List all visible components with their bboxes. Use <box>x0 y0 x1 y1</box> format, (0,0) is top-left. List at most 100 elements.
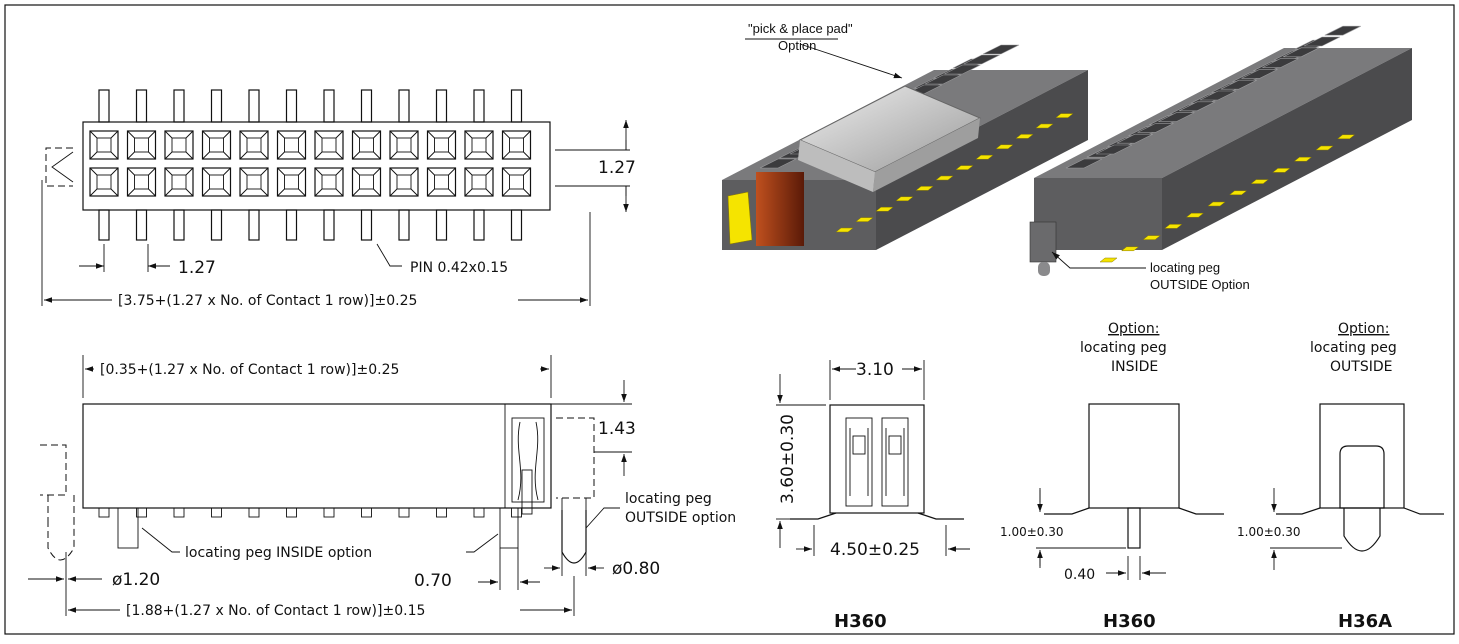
contact-cell-inner <box>134 174 149 190</box>
contact-cell-chamfer <box>464 130 494 160</box>
iso-solder-pad <box>1015 134 1034 139</box>
iso-solder-pad <box>1055 113 1074 118</box>
iso-solder-pad <box>835 227 854 233</box>
side-lead <box>211 507 222 518</box>
contact-cell-chamfer <box>127 130 156 160</box>
iso-contact-cell <box>963 54 1000 65</box>
contact-cell <box>164 167 194 197</box>
bottom-pin <box>285 209 298 241</box>
contact-cell-chamfer <box>277 130 306 160</box>
pin-label: PIN 0.42x0.15 <box>410 260 508 276</box>
contact-cell-inner <box>359 174 374 190</box>
dim-pitch-row: 1.27 <box>598 158 636 178</box>
iso-solder-pad <box>1207 201 1226 207</box>
iso-contact-cell <box>1179 101 1216 112</box>
iso-contact-cell <box>924 74 962 85</box>
isometric-view-pick-place: "pick & place pad" Option <box>722 21 1088 250</box>
iso-solder-pad <box>955 165 974 170</box>
contact-cell-chamfer <box>239 130 269 160</box>
contact-cell-chamfer <box>164 130 194 160</box>
peg-outside-iso-1: locating peg <box>1150 260 1220 275</box>
contact-cell <box>426 130 457 160</box>
contact-cell <box>464 130 494 160</box>
iso-contact-cell <box>1116 133 1153 144</box>
top-pin <box>510 89 523 123</box>
side-lead <box>286 507 297 518</box>
bottom-pin <box>98 209 110 241</box>
iso-solder-pad <box>1164 224 1183 229</box>
top-pin <box>473 89 485 123</box>
top-pin <box>398 89 410 123</box>
contact-cell <box>276 167 307 197</box>
bottom-pin <box>248 209 260 241</box>
side-lead <box>398 507 410 518</box>
contact-cell <box>126 167 157 197</box>
top-view-body <box>82 121 551 211</box>
bottom-pin <box>135 209 148 241</box>
iso-solder-pad <box>935 175 954 181</box>
option-outside-line2: OUTSIDE <box>1330 359 1392 375</box>
pick-place-label-1: "pick & place pad" <box>748 21 853 36</box>
dim-pitch-col: 1.27 <box>178 258 216 278</box>
iso-solder-pad <box>1293 156 1313 162</box>
option-inside-heading: Option: <box>1108 321 1159 337</box>
iso-solder-pad <box>915 186 934 191</box>
iso-solder-pad <box>1336 134 1356 140</box>
contact-cell <box>389 130 419 160</box>
iso-solder-pad <box>1228 190 1248 196</box>
top-view: 1.27 1.27 PIN 0.42x0.15 [3.75+(1.27 x No… <box>41 89 636 309</box>
contact-cell-inner <box>171 174 187 190</box>
dim-section-height: 3.60±0.30 <box>778 414 798 504</box>
contact-cell-inner <box>471 174 487 190</box>
iso-solder-pad <box>975 154 994 160</box>
caption-h360-inside: H360 <box>1103 611 1156 632</box>
bottom-pin <box>435 209 448 241</box>
contact-cell-chamfer <box>89 167 119 197</box>
contact-cell-chamfer <box>352 167 381 197</box>
peg-outside-label-1: locating peg <box>625 491 712 507</box>
top-pin <box>98 89 110 123</box>
dim-side-height: 1.43 <box>598 419 636 439</box>
contact-cell-inner <box>434 137 449 153</box>
contact-cell <box>201 167 232 197</box>
side-view-leads <box>98 507 522 518</box>
top-pin <box>173 89 185 123</box>
bottom-pin <box>360 209 373 241</box>
pick-place-label-2: Option <box>778 38 816 53</box>
contact-cell <box>351 167 382 197</box>
iso-contact-cell <box>1065 158 1103 169</box>
contact-cell-chamfer <box>277 167 306 197</box>
contact-cell <box>501 130 532 160</box>
side-lead <box>173 507 185 518</box>
contact-cell-chamfer <box>202 167 231 197</box>
contact-cell-chamfer <box>502 167 531 197</box>
option-outside-heading: Option: <box>1338 321 1389 337</box>
bottom-pin <box>510 209 523 241</box>
iso-solder-pad <box>1272 168 1291 173</box>
contact-cell-chamfer <box>314 167 344 197</box>
contact-cell <box>501 167 532 197</box>
body-formula: [0.35+(1.27 x No. of Contact 1 row)]±0.2… <box>100 362 399 378</box>
dim-offset: 0.70 <box>414 571 452 591</box>
peg-outside-iso-2: OUTSIDE Option <box>1150 277 1250 292</box>
caption-h36a: H36A <box>1338 611 1392 632</box>
bottom-pin <box>323 209 335 241</box>
contact-cell <box>351 130 382 160</box>
contact-cell-inner <box>396 174 412 190</box>
side-lead <box>136 507 147 518</box>
contact-cell-inner <box>509 137 524 153</box>
contact-cell <box>426 167 457 197</box>
contact-cell-inner <box>96 137 112 153</box>
contact-cell-inner <box>434 174 449 190</box>
contact-cell-inner <box>359 137 374 153</box>
contact-cell-chamfer <box>502 130 531 160</box>
section-h360: 3.10 3.60±0.30 4.50±0.25 H360 <box>776 360 970 632</box>
bottom-pin <box>473 209 485 241</box>
contact-cell <box>239 130 269 160</box>
contact-cell-inner <box>509 174 524 190</box>
contact-cell-inner <box>284 174 299 190</box>
length-formula: [3.75+(1.27 x No. of Contact 1 row)]±0.2… <box>118 293 417 309</box>
contact-cell-inner <box>471 137 487 153</box>
iso-solder-pad <box>1185 212 1205 218</box>
sheet-border <box>4 4 1455 635</box>
